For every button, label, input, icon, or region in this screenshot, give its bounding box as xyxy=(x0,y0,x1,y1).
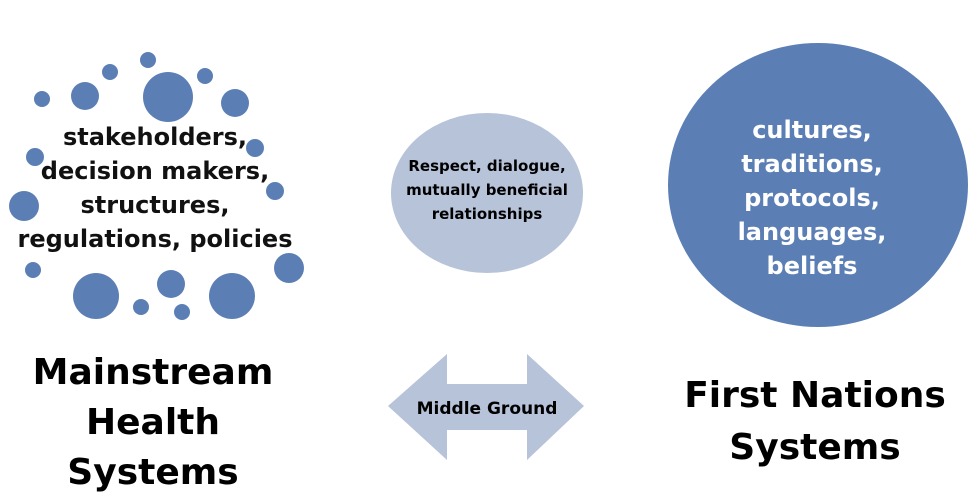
dot xyxy=(133,299,149,315)
right-list-line: languages, xyxy=(737,218,887,246)
right-list-line: cultures, xyxy=(752,116,872,144)
middle-circle-line: Respect, dialogue, xyxy=(408,157,566,175)
right-list-line: beliefs xyxy=(766,252,858,280)
double-arrow xyxy=(388,354,584,460)
dot xyxy=(71,82,99,110)
dot xyxy=(266,182,284,200)
dot xyxy=(34,91,50,107)
middle-circle-line: relationships xyxy=(431,205,543,223)
left-title: Mainstream Health Systems xyxy=(0,348,306,498)
right-title-line: Systems xyxy=(729,427,901,468)
right-list-line: traditions, xyxy=(741,150,883,178)
arrow-label: Middle Ground xyxy=(400,397,574,421)
arrow-label-text: Middle Ground xyxy=(416,399,558,419)
right-list-line: protocols, xyxy=(744,184,880,212)
left-list: stakeholders, decision makers, structure… xyxy=(10,120,300,256)
dot xyxy=(157,270,185,298)
middle-circle-text: Respect, dialogue, mutually beneficial r… xyxy=(392,154,582,226)
dot xyxy=(9,191,39,221)
dot xyxy=(246,139,264,157)
left-title-line: Systems xyxy=(67,452,239,493)
dot xyxy=(102,64,118,80)
left-title-line: Mainstream xyxy=(32,352,274,393)
right-circle xyxy=(668,43,968,327)
dot xyxy=(140,52,156,68)
dot xyxy=(221,89,249,117)
dot xyxy=(274,253,304,283)
left-list-line: regulations, policies xyxy=(17,225,293,253)
right-title: First Nations Systems xyxy=(670,370,960,474)
dot-ring xyxy=(9,52,304,320)
dot xyxy=(73,273,119,319)
left-list-line: structures, xyxy=(80,191,230,219)
dot xyxy=(209,273,255,319)
dot xyxy=(197,68,213,84)
left-title-line: Health xyxy=(85,402,220,443)
middle-circle xyxy=(391,113,583,273)
dot xyxy=(26,148,44,166)
dot xyxy=(174,304,190,320)
left-list-line: decision makers, xyxy=(40,157,270,185)
dot xyxy=(143,72,193,122)
right-title-line: First Nations xyxy=(684,375,946,416)
right-list: cultures, traditions, protocols, languag… xyxy=(680,113,944,283)
dot xyxy=(25,262,41,278)
middle-circle-line: mutually beneficial xyxy=(406,181,568,199)
left-list-line: stakeholders, xyxy=(62,123,248,151)
